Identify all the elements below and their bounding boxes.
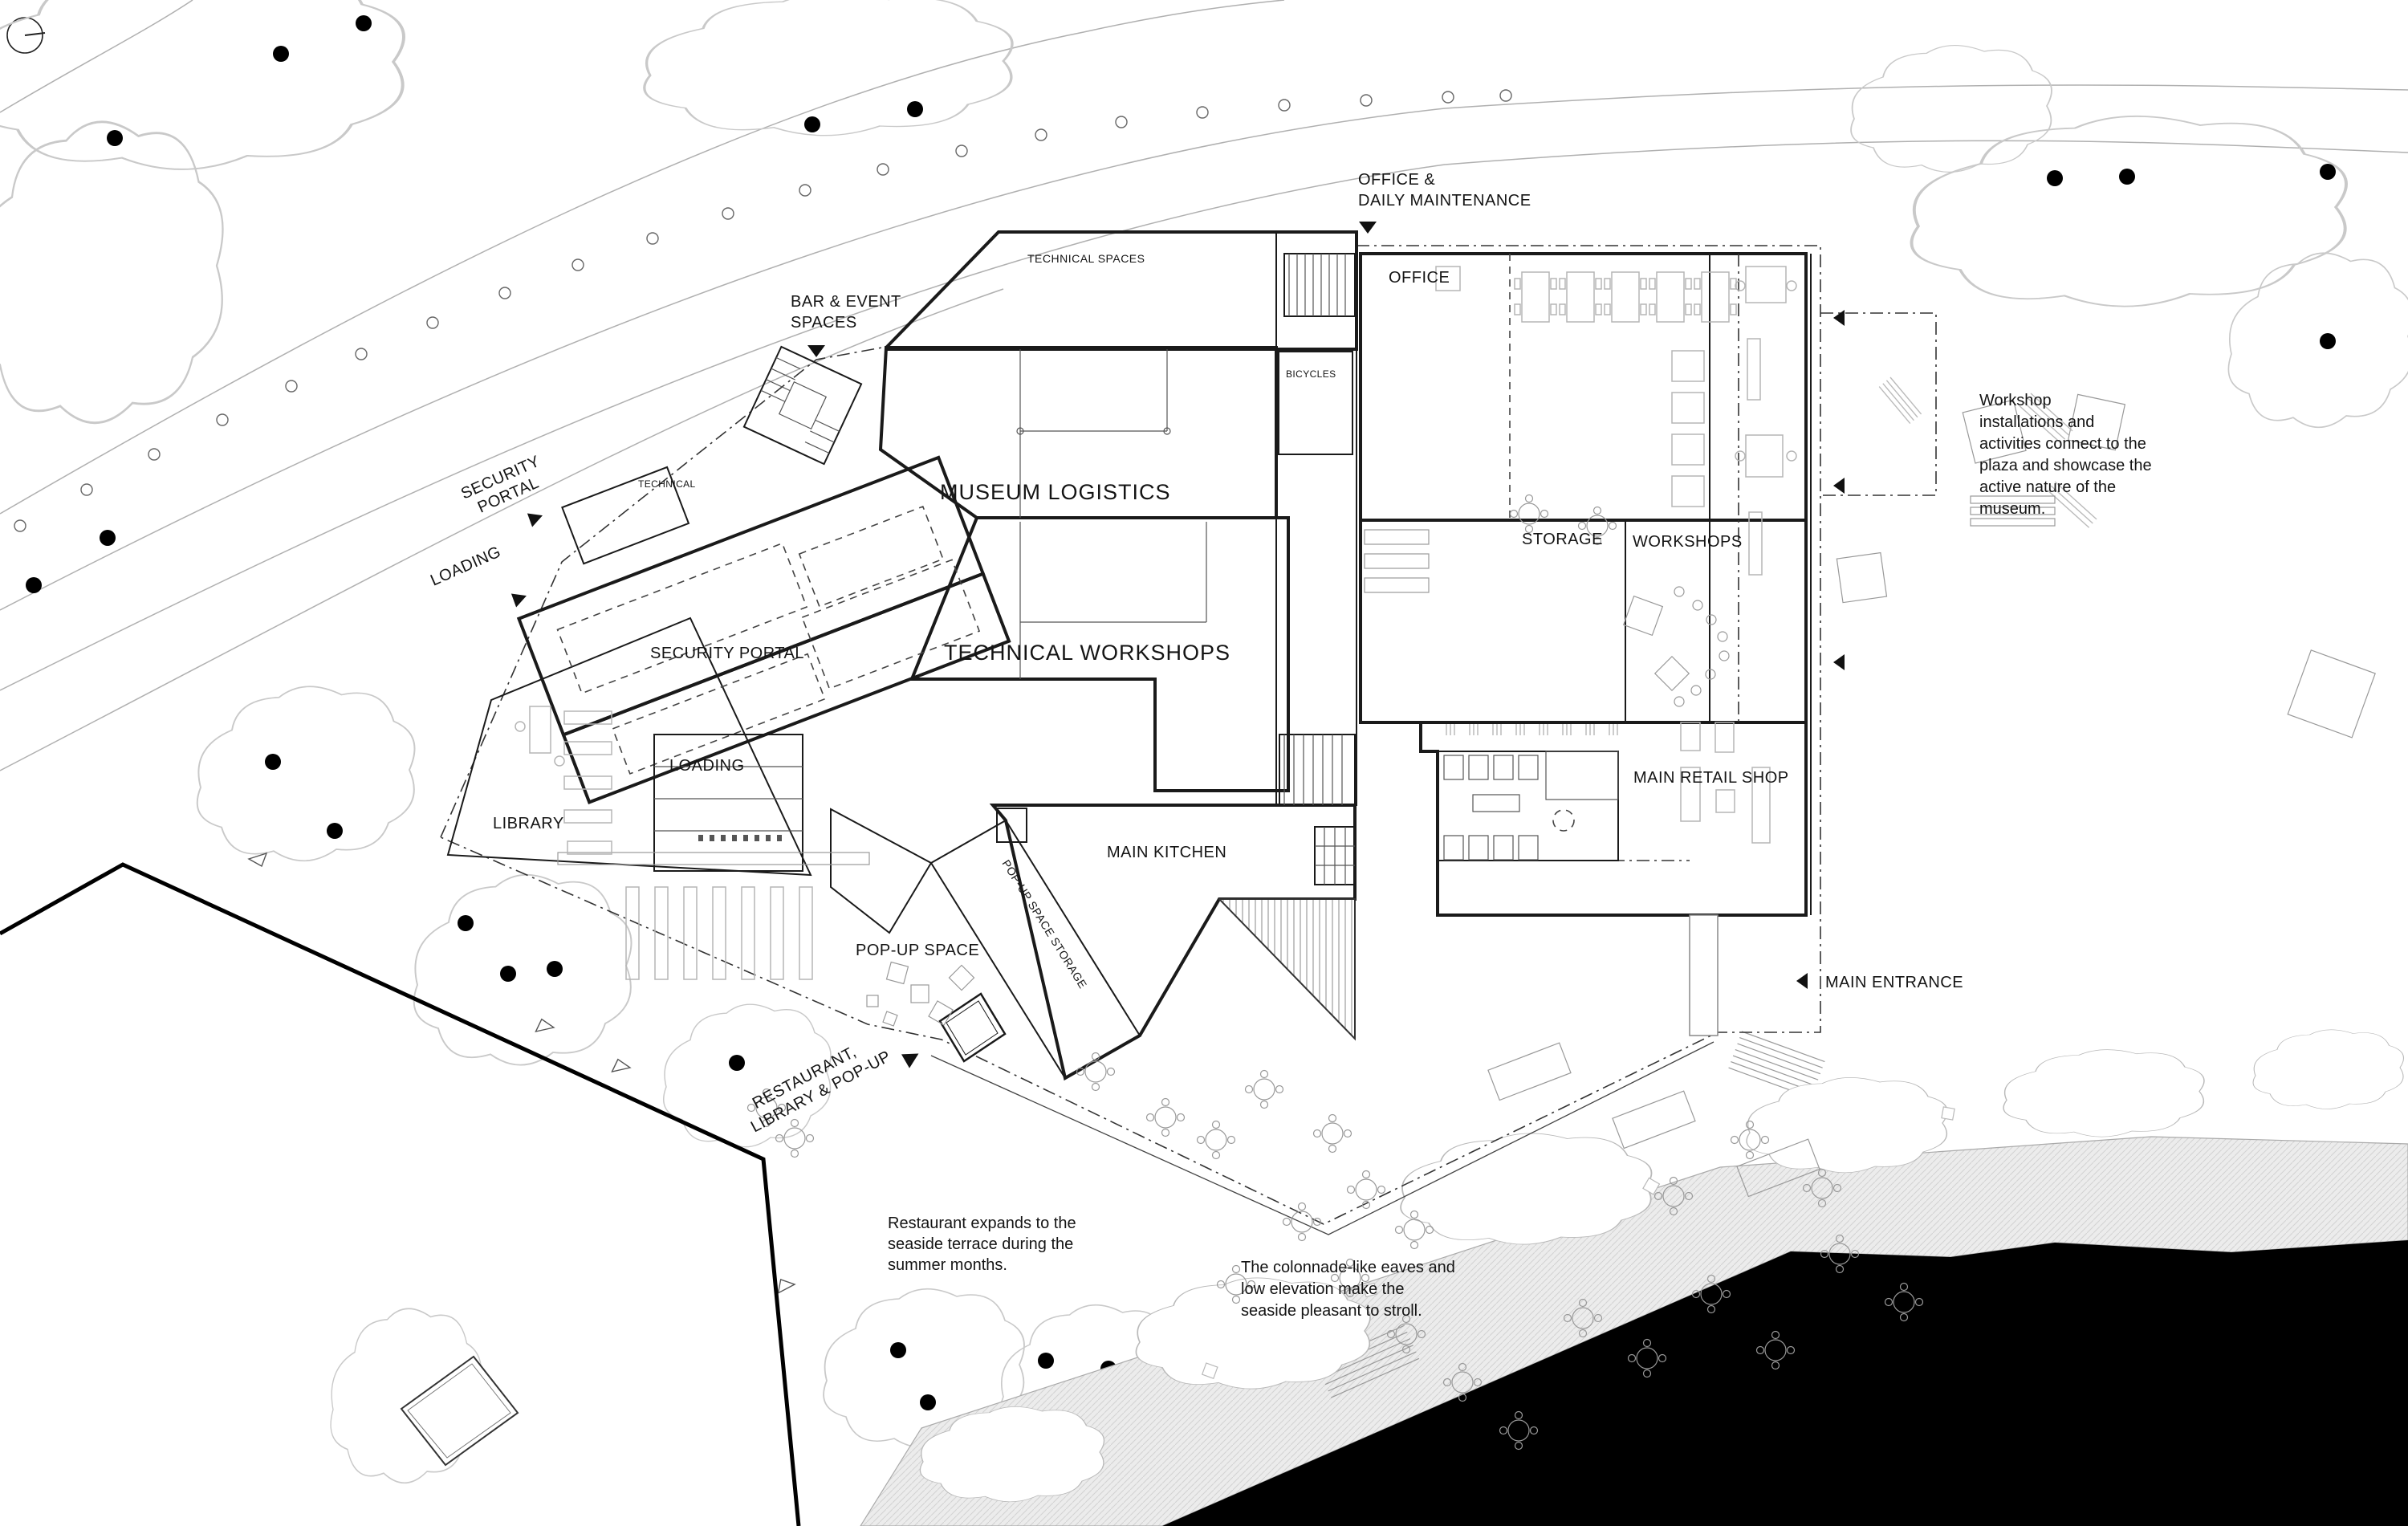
direction-markers bbox=[248, 853, 796, 1294]
label-main-retail-shop: MAIN RETAIL SHOP bbox=[1633, 769, 1789, 787]
arrow-bar-event bbox=[807, 345, 825, 357]
annotations: Workshop installations and activities co… bbox=[888, 392, 2152, 1320]
property-boundary bbox=[0, 862, 801, 1526]
label-security-portal-room: SECURITY PORTAL bbox=[650, 645, 804, 662]
roads bbox=[0, 0, 2408, 771]
plaza-installations bbox=[1836, 376, 2376, 739]
north-indicator-icon bbox=[6, 17, 46, 54]
interior-walls bbox=[996, 254, 1812, 915]
room-technical-spaces bbox=[885, 230, 1358, 351]
logistics-stair bbox=[557, 734, 870, 872]
arrow-security-portal bbox=[527, 513, 543, 527]
entrance-walkway bbox=[1689, 914, 1719, 1036]
note-colonnade: The colonnade-like eaves and low elevati… bbox=[1241, 1259, 1455, 1320]
room-main-kitchen bbox=[989, 804, 1357, 1081]
svg-text:Workshop: Workshop bbox=[1979, 392, 2052, 409]
svg-text:activities connect to the: activities connect to the bbox=[1979, 435, 2146, 453]
office-furniture bbox=[1435, 266, 1797, 576]
arrow-plaza-1 bbox=[1833, 310, 1845, 326]
arrow-restaurant bbox=[901, 1053, 919, 1068]
seaside-deck bbox=[1217, 898, 1356, 1041]
svg-text:seaside terrace during the: seaside terrace during the bbox=[888, 1235, 1073, 1253]
label-pop-up-storage: POP-UP SPACE STORAGE bbox=[999, 857, 1089, 991]
svg-text:seaside pleasant to stroll.: seaside pleasant to stroll. bbox=[1241, 1302, 1422, 1320]
label-bicycles: BICYCLES bbox=[1286, 368, 1336, 380]
label-museum-logistics: MUSEUM LOGISTICS bbox=[940, 480, 1171, 504]
building bbox=[446, 230, 1808, 1081]
label-technical: TECHNICAL bbox=[638, 478, 696, 490]
svg-text:Restaurant expands to the: Restaurant expands to the bbox=[888, 1215, 1076, 1232]
svg-text:low elevation make the: low elevation make the bbox=[1241, 1280, 1404, 1298]
label-loading-room: LOADING bbox=[669, 757, 745, 775]
label-main-entrance: MAIN ENTRANCE bbox=[1825, 974, 1963, 991]
room-retail bbox=[1419, 721, 1808, 917]
arrow-plaza-2 bbox=[1833, 478, 1845, 494]
svg-text:summer months.: summer months. bbox=[888, 1256, 1007, 1274]
label-office-maintenance-1: OFFICE & bbox=[1358, 171, 1435, 189]
label-office-maintenance-2: DAILY MAINTENANCE bbox=[1358, 192, 1531, 210]
road-bollards bbox=[14, 89, 1512, 532]
library-furniture bbox=[515, 706, 813, 980]
arrow-loading bbox=[510, 593, 527, 608]
arrow-office-maintenance bbox=[1359, 222, 1377, 234]
label-office: OFFICE bbox=[1389, 269, 1450, 287]
pop-up-pavilion bbox=[938, 992, 1007, 1063]
label-bar-event-2: SPACES bbox=[791, 314, 857, 332]
label-loading-arrow: LOADING bbox=[428, 543, 503, 589]
arrow-plaza-3 bbox=[1833, 654, 1845, 670]
note-workshop: Workshop installations and activities co… bbox=[1979, 392, 2152, 518]
arrow-main-entrance bbox=[1796, 973, 1808, 989]
arrows bbox=[510, 222, 1845, 1068]
label-pop-up-space: POP-UP SPACE bbox=[856, 942, 979, 959]
label-main-kitchen: MAIN KITCHEN bbox=[1107, 844, 1226, 861]
svg-text:active nature of the: active nature of the bbox=[1979, 478, 2116, 496]
shore-vegetation bbox=[919, 1029, 2405, 1503]
security-loading-wing bbox=[516, 455, 1011, 804]
outdoor-tables bbox=[746, 1042, 1924, 1451]
svg-text:The colonnade-like eaves and: The colonnade-like eaves and bbox=[1241, 1259, 1455, 1276]
stairs-and-core bbox=[1278, 253, 1356, 885]
svg-text:installations and: installations and bbox=[1979, 413, 2094, 431]
pier-deck bbox=[400, 1355, 519, 1467]
water bbox=[1162, 1240, 2408, 1526]
label-technical-spaces: TECHNICAL SPACES bbox=[1027, 252, 1145, 265]
room-pop-up-storage bbox=[929, 819, 1141, 1080]
label-bar-event-1: BAR & EVENT bbox=[791, 293, 901, 311]
retail-furniture bbox=[1437, 722, 1771, 861]
label-library: LIBRARY bbox=[493, 815, 564, 832]
room-labels: TECHNICAL SPACES MUSEUM LOGISTICS BICYCL… bbox=[493, 252, 1789, 991]
stair-tower bbox=[742, 345, 863, 466]
svg-text:plaza and showcase the: plaza and showcase the bbox=[1979, 457, 2152, 474]
room-pop-up-space bbox=[830, 808, 933, 934]
label-storage: STORAGE bbox=[1522, 531, 1603, 548]
label-workshops: WORKSHOPS bbox=[1633, 533, 1743, 551]
note-restaurant: Restaurant expands to the seaside terrac… bbox=[888, 1215, 1076, 1274]
svg-text:museum.: museum. bbox=[1979, 500, 2045, 518]
site-boundary-lines bbox=[440, 245, 1937, 1235]
pop-up-plaza-seats bbox=[866, 961, 975, 1027]
room-library bbox=[446, 617, 812, 877]
storage-furniture bbox=[1364, 494, 1730, 707]
label-technical-workshops: TECHNICAL WORKSHOPS bbox=[944, 641, 1230, 665]
